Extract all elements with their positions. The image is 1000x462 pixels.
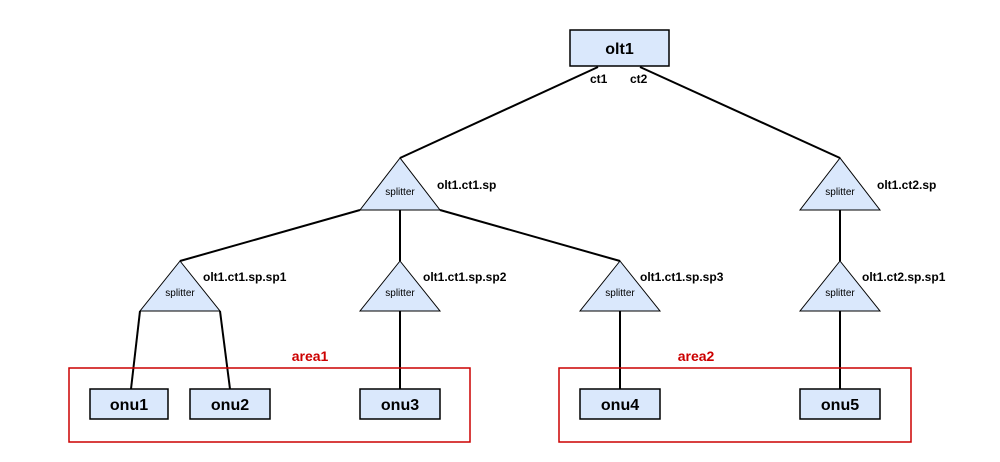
splitter-shape-label: splitter xyxy=(605,288,635,299)
splitter-triangle xyxy=(798,260,882,312)
splitter-name-olt1-ct1-sp-sp3: olt1.ct1.sp.sp3 xyxy=(640,270,724,284)
onu3-box xyxy=(359,388,441,420)
splitter-olt1-ct1-sp[interactable]: splitter xyxy=(358,157,442,211)
splitter-triangle xyxy=(138,260,222,312)
edge-sp1-onu1 xyxy=(130,310,141,390)
olt-box xyxy=(569,29,670,67)
area1-rect xyxy=(68,367,471,443)
splitter-shape-label: splitter xyxy=(165,288,195,299)
edges xyxy=(130,66,841,390)
olt-port-ct1: ct1 xyxy=(590,72,608,86)
area2-rect xyxy=(558,367,912,443)
edge-sp1-onu2 xyxy=(219,310,231,390)
splitter-triangle xyxy=(358,157,442,211)
splitter-shape-label: splitter xyxy=(825,288,855,299)
splitter-olt1-ct2-sp-sp1[interactable]: splitter xyxy=(798,260,882,312)
edge-sp-sp3 xyxy=(439,209,621,262)
onu1-label: onu1 xyxy=(110,397,148,414)
splitter-shape-label: splitter xyxy=(385,288,415,299)
onu-onu2[interactable]: onu2 xyxy=(189,388,271,420)
edge-sp-sp1 xyxy=(179,209,361,262)
onu4-box xyxy=(579,388,661,420)
splitter-name-olt1-ct2-sp: olt1.ct2.sp xyxy=(877,178,936,192)
area-area2[interactable]: area2 xyxy=(558,348,912,443)
splitter-name-olt1-ct1-sp-sp1: olt1.ct1.sp.sp1 xyxy=(203,270,287,284)
splitter-shape-label: splitter xyxy=(385,187,415,198)
onu2-box xyxy=(189,388,271,420)
splitter-name-olt1-ct1-sp: olt1.ct1.sp xyxy=(437,178,496,192)
splitter-triangle xyxy=(358,260,442,312)
onu1-box xyxy=(89,388,169,420)
onu-onu4[interactable]: onu4 xyxy=(579,388,661,420)
splitter-olt1-ct2-sp[interactable]: splitter xyxy=(798,157,882,211)
onu2-label: onu2 xyxy=(211,397,249,414)
splitter-name-olt1-ct1-sp-sp2: olt1.ct1.sp.sp2 xyxy=(423,270,507,284)
onu3-label: onu3 xyxy=(381,397,419,414)
splitter-name-olt1-ct2-sp-sp1: olt1.ct2.sp.sp1 xyxy=(862,270,946,284)
onu4-label: onu4 xyxy=(601,397,639,414)
edge-olt1-ct2-sp xyxy=(639,66,841,159)
splitter-olt1-ct1-sp-sp2[interactable]: splitter xyxy=(358,260,442,312)
onu5-label: onu5 xyxy=(821,397,859,414)
area1-label: area1 xyxy=(292,348,329,364)
splitter-olt1-ct1-sp-sp1[interactable]: splitter xyxy=(138,260,222,312)
edge-olt1-ct1-sp xyxy=(399,66,599,159)
area-area1[interactable]: area1 xyxy=(68,348,471,443)
splitter-shape-label: splitter xyxy=(825,187,855,198)
olt-port-ct2: ct2 xyxy=(630,72,648,86)
olt-label: olt1 xyxy=(605,41,634,58)
onu-onu3[interactable]: onu3 xyxy=(359,388,441,420)
olt-node[interactable]: olt1 xyxy=(569,29,670,67)
onu5-box xyxy=(799,388,881,420)
onu-onu1[interactable]: onu1 xyxy=(89,388,169,420)
onu-onu5[interactable]: onu5 xyxy=(799,388,881,420)
splitter-triangle xyxy=(798,157,882,211)
area2-label: area2 xyxy=(678,348,715,364)
splitter-olt1-ct1-sp-sp3[interactable]: splitter xyxy=(578,260,662,312)
splitter-triangle xyxy=(578,260,662,312)
